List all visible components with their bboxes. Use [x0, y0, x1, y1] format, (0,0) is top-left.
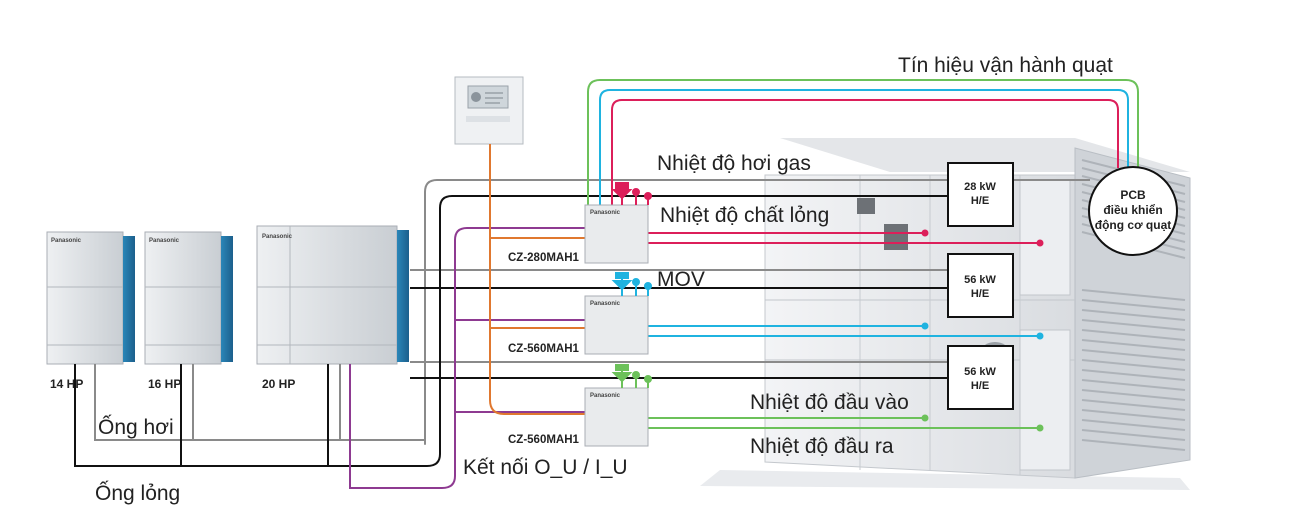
- outdoor-unit-brand: Panasonic: [262, 234, 293, 240]
- fan-signal-wires: [587, 79, 1139, 205]
- connection-wiring: [349, 227, 585, 489]
- liquid-pipe-label: Ống lỏng: [95, 481, 180, 505]
- outdoor-unit-14hp: Panasonic 14 HP: [46, 231, 135, 391]
- pcb-line2: điều khiển: [1103, 203, 1162, 217]
- fan-signal-label: Tín hiệu vận hành quạt: [898, 54, 1113, 77]
- he-type: H/E: [971, 195, 989, 207]
- connection-label: Kết nối O_U / I_U: [463, 456, 628, 479]
- gas-pipe-label: Ống hơi: [98, 415, 174, 439]
- outdoor-unit-20hp: Panasonic 20 HP: [256, 225, 409, 391]
- remote-wiring: [489, 144, 585, 415]
- remote-controller: [454, 76, 524, 145]
- sensor-dots: [921, 229, 1044, 432]
- gas-piping: [94, 179, 1090, 445]
- outdoor-unit-label: 14 HP: [50, 377, 83, 391]
- sensor-lines: [648, 232, 1040, 429]
- he-type: H/E: [971, 380, 989, 392]
- he-capacity: 56 kW: [964, 274, 996, 286]
- mov-valve-2: [611, 272, 652, 296]
- liquid-piping: [74, 195, 948, 467]
- outdoor-unit-label: 20 HP: [262, 377, 295, 391]
- kit-model: CZ-280MAH1: [508, 252, 580, 264]
- he-capacity: 28 kW: [964, 181, 996, 193]
- inlet-temp-label: Nhiệt độ đầu vào: [750, 391, 909, 414]
- kit-brand: Panasonic: [590, 210, 621, 216]
- kit-box-3: Panasonic CZ-560MAH1: [508, 387, 649, 447]
- heat-exchanger-2: 56 kW H/E: [947, 253, 1014, 318]
- outlet-temp-label: Nhiệt độ đầu ra: [750, 435, 894, 458]
- he-type: H/E: [971, 288, 989, 300]
- pcb-line3: động cơ quạt: [1095, 218, 1172, 232]
- mov-label: MOV: [657, 268, 705, 291]
- heat-exchanger-1: 28 kW H/E: [947, 162, 1014, 227]
- kit-model: CZ-560MAH1: [508, 434, 580, 446]
- liquid-temp-label: Nhiệt độ chất lỏng: [660, 204, 829, 227]
- mov-valve-1: [611, 182, 652, 205]
- gas-temp-label: Nhiệt độ hơi gas: [657, 152, 811, 175]
- outdoor-unit-brand: Panasonic: [149, 238, 180, 244]
- kit-box-1: Panasonic CZ-280MAH1: [508, 204, 649, 264]
- outdoor-unit-label: 16 HP: [148, 377, 181, 391]
- diagram-labels: Tín hiệu vận hành quạt Nhiệt độ hơi gas …: [95, 54, 1113, 505]
- mov-valve-3: [611, 364, 652, 388]
- pcb-line1: PCB: [1120, 188, 1146, 202]
- heat-exchanger-3: 56 kW H/E: [947, 345, 1014, 410]
- kit-box-2: Panasonic CZ-560MAH1: [508, 295, 649, 355]
- kit-brand: Panasonic: [590, 393, 621, 399]
- outdoor-unit-16hp: Panasonic 16 HP: [144, 231, 233, 391]
- outdoor-unit-brand: Panasonic: [51, 238, 82, 244]
- he-capacity: 56 kW: [964, 366, 996, 378]
- kit-brand: Panasonic: [590, 301, 621, 307]
- kit-model: CZ-560MAH1: [508, 343, 580, 355]
- pcb-fan-controller: PCB điều khiển động cơ quạt: [1088, 166, 1178, 256]
